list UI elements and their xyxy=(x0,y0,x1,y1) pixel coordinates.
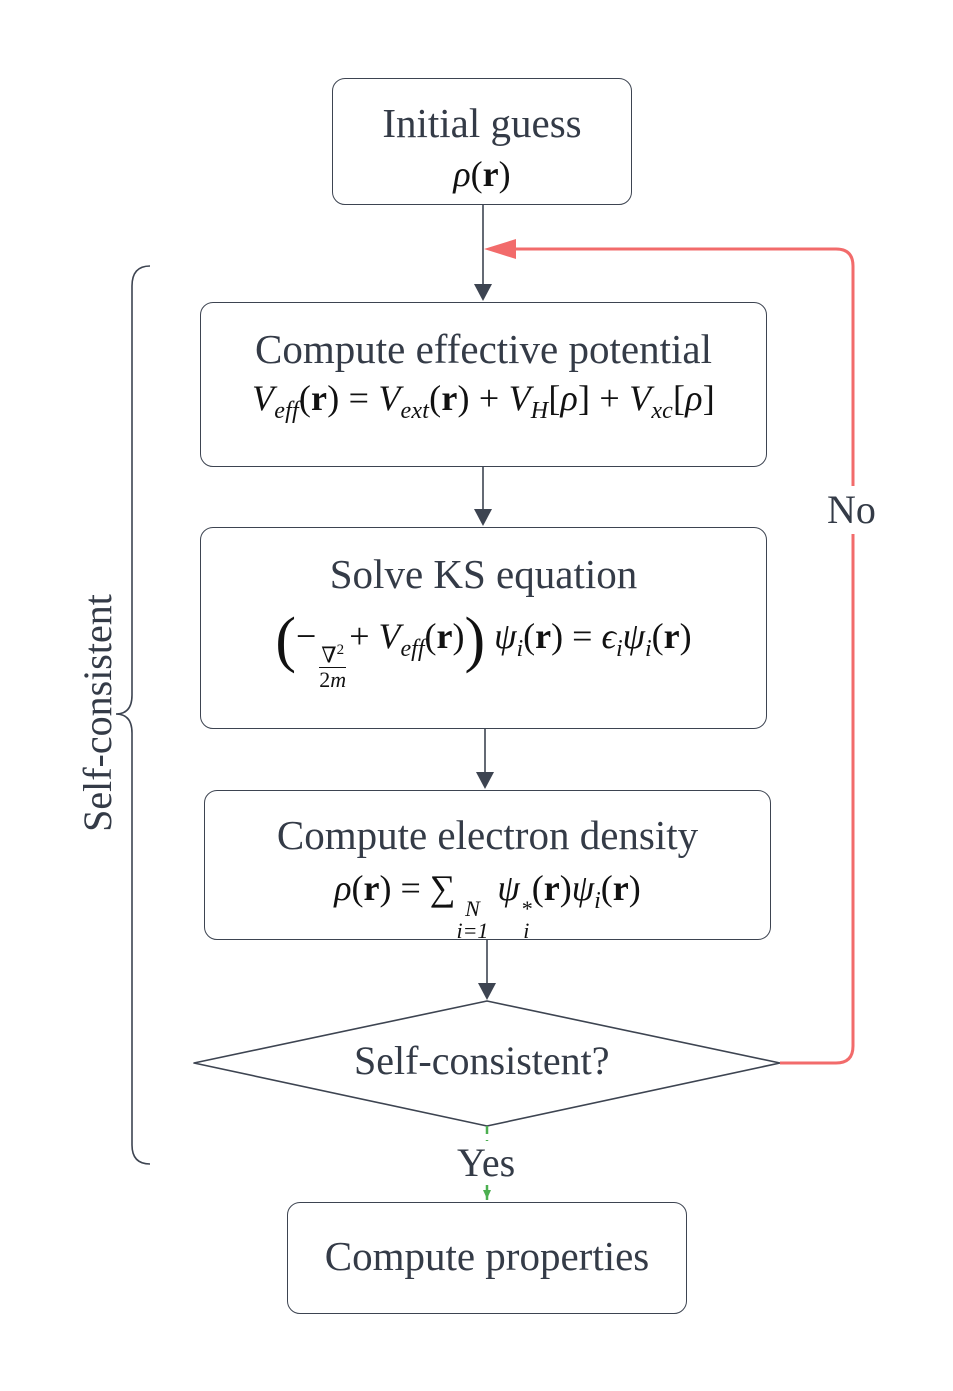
arrowhead-no-loop xyxy=(484,239,516,259)
node-initial-guess: Initial guess ρ(r) xyxy=(332,78,632,205)
node-effective-potential-title: Compute effective potential xyxy=(255,326,712,372)
arrowhead-decision xyxy=(478,983,496,1000)
node-solve-ks-title: Solve KS equation xyxy=(329,551,638,597)
no-label: No xyxy=(827,486,876,534)
arrowhead-density xyxy=(476,772,494,789)
decision-label: Self-consistent? xyxy=(354,1038,610,1083)
yes-label: Yes xyxy=(457,1140,516,1185)
node-effective-potential: Compute effective potential Veff(r) = Ve… xyxy=(200,302,767,467)
node-initial-guess-equation: ρ(r) xyxy=(453,154,511,194)
node-effective-potential-equation: Veff(r) = Vext(r) + VH[ρ] + Vxc[ρ] xyxy=(252,378,715,424)
arrowhead-solve xyxy=(474,509,492,526)
group-brace xyxy=(115,265,151,1165)
node-compute-properties: Compute properties xyxy=(287,1202,687,1314)
arrowhead-yes xyxy=(483,1190,491,1199)
r-symbol: r xyxy=(482,154,499,194)
node-electron-density-title: Compute electron density xyxy=(276,812,699,858)
group-label: Self-consistent xyxy=(75,594,120,832)
node-initial-guess-title: Initial guess xyxy=(382,100,582,146)
arrowhead-potential xyxy=(474,284,492,301)
node-compute-properties-title: Compute properties xyxy=(324,1233,650,1279)
rho-symbol: ρ xyxy=(453,154,471,194)
edge-no-loop xyxy=(512,247,855,1065)
